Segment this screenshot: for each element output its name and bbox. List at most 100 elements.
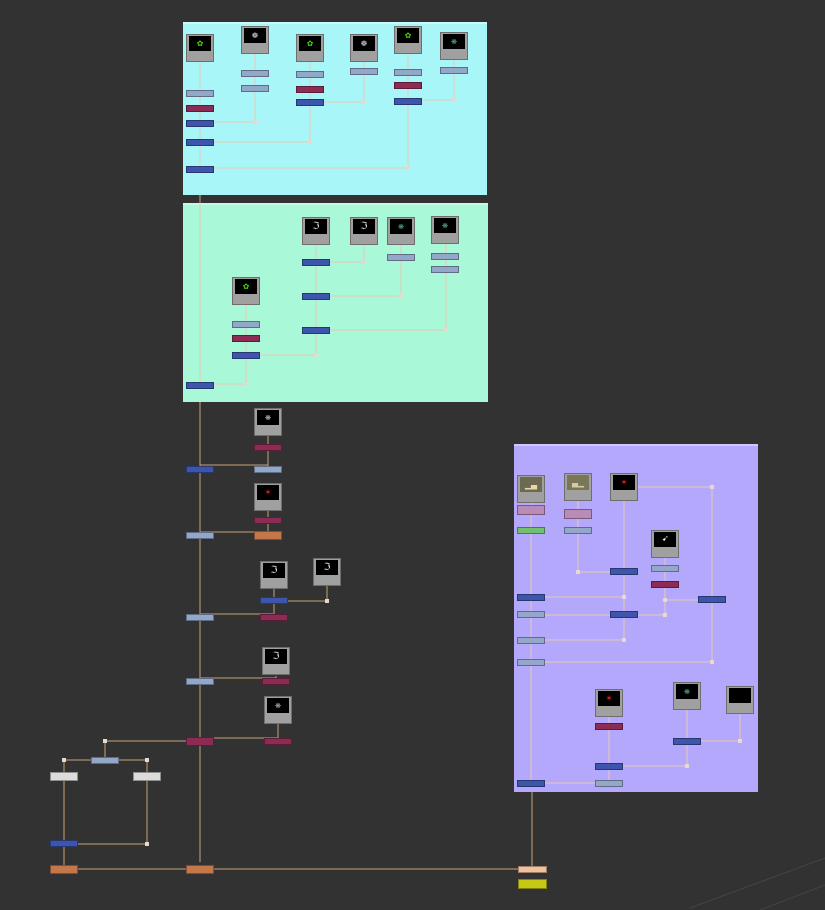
grade-node[interactable] xyxy=(186,614,214,621)
grade-node[interactable] xyxy=(517,527,545,534)
merge-node[interactable] xyxy=(264,738,292,745)
merge-node[interactable] xyxy=(262,678,290,685)
grade-node[interactable] xyxy=(517,659,545,666)
merge-node[interactable] xyxy=(232,335,260,342)
wire-dot[interactable] xyxy=(622,595,626,599)
wire-dot[interactable] xyxy=(325,599,329,603)
read-node-r1[interactable]: ✿ xyxy=(186,34,214,62)
wire-dot[interactable] xyxy=(576,570,580,574)
blur-node[interactable] xyxy=(232,352,260,359)
grade-node[interactable] xyxy=(296,71,324,78)
constant-node[interactable] xyxy=(50,772,78,781)
read-node-r2[interactable]: ❁ xyxy=(241,26,269,54)
read-node-r22[interactable]: ✶ xyxy=(595,689,623,717)
read-node-r11[interactable]: ✿ xyxy=(232,277,260,305)
read-node-r3[interactable]: ✿ xyxy=(296,34,324,62)
grade-node[interactable] xyxy=(186,90,214,97)
wire-dot[interactable] xyxy=(308,140,312,144)
blur-node[interactable] xyxy=(673,738,701,745)
blur-node[interactable] xyxy=(186,382,214,389)
wire-dot[interactable] xyxy=(103,739,107,743)
read-node-r13[interactable]: ✶ xyxy=(254,483,282,511)
blur-node[interactable] xyxy=(394,98,422,105)
grade-node[interactable] xyxy=(564,527,592,534)
write-node[interactable] xyxy=(518,879,547,889)
grade-node[interactable] xyxy=(254,466,282,473)
constant-node[interactable] xyxy=(133,772,161,781)
wire-dot[interactable] xyxy=(362,260,366,264)
wire-dot[interactable] xyxy=(452,98,456,102)
merge-node[interactable] xyxy=(254,444,282,451)
blur-node[interactable] xyxy=(50,840,78,847)
blur-node[interactable] xyxy=(302,293,330,300)
read-node-r15[interactable]: ℑ xyxy=(313,558,341,586)
merge-node[interactable] xyxy=(651,581,679,588)
blur-node[interactable] xyxy=(186,139,214,146)
merge-node[interactable] xyxy=(186,466,214,473)
blur-node[interactable] xyxy=(698,596,726,603)
grade-node[interactable] xyxy=(387,254,415,261)
read-node-r10[interactable]: ❋ xyxy=(431,216,459,244)
grade-node[interactable] xyxy=(517,611,545,618)
shuffle-node[interactable] xyxy=(186,865,214,874)
wire-dot[interactable] xyxy=(362,100,366,104)
wire-dot[interactable] xyxy=(710,660,714,664)
grade-node[interactable] xyxy=(651,565,679,572)
wire-dot[interactable] xyxy=(62,758,66,762)
blur-node[interactable] xyxy=(186,120,214,127)
blur-node[interactable] xyxy=(517,780,545,787)
merge-node[interactable] xyxy=(254,517,282,524)
blur-node[interactable] xyxy=(260,597,288,604)
read-node-r24[interactable] xyxy=(726,686,754,714)
read-node-r8[interactable]: ℑ xyxy=(350,217,378,245)
grade-node[interactable] xyxy=(241,70,269,77)
grade-node[interactable] xyxy=(186,532,214,539)
merge-node[interactable] xyxy=(595,723,623,730)
read-node-r20[interactable]: ✶ xyxy=(610,473,638,501)
grade-node[interactable] xyxy=(186,678,214,685)
wire-dot[interactable] xyxy=(145,758,149,762)
grade-node[interactable] xyxy=(394,69,422,76)
blur-node[interactable] xyxy=(296,99,324,106)
grade-node[interactable] xyxy=(595,780,623,787)
read-node-r6[interactable]: ❋ xyxy=(440,32,468,60)
wire-dot[interactable] xyxy=(738,739,742,743)
blur-node[interactable] xyxy=(610,568,638,575)
blur-node[interactable] xyxy=(595,763,623,770)
blur-node[interactable] xyxy=(302,327,330,334)
grade-node[interactable] xyxy=(564,509,592,519)
wire-dot[interactable] xyxy=(444,328,448,332)
backdrop-lavender[interactable] xyxy=(514,444,758,792)
shuffle-node[interactable] xyxy=(254,531,282,540)
merge-node[interactable] xyxy=(394,82,422,89)
wire-dot[interactable] xyxy=(663,613,667,617)
read-node-r12[interactable]: ❋ xyxy=(254,408,282,436)
wire-dot[interactable] xyxy=(145,842,149,846)
wire-dot[interactable] xyxy=(314,353,318,357)
wire-dot[interactable] xyxy=(244,382,248,386)
grade-node[interactable] xyxy=(440,67,468,74)
wire-dot[interactable] xyxy=(710,485,714,489)
read-node-r21[interactable]: ➹ xyxy=(651,530,679,558)
wire-dot[interactable] xyxy=(622,638,626,642)
blur-node[interactable] xyxy=(302,259,330,266)
final-merge-node[interactable] xyxy=(518,866,547,873)
read-node-r9[interactable]: ❋ xyxy=(387,217,415,245)
blur-node[interactable] xyxy=(610,611,638,618)
grade-node[interactable] xyxy=(431,253,459,260)
read-node-r14[interactable]: ℑ xyxy=(260,561,288,589)
backdrop-cyan[interactable] xyxy=(183,22,487,195)
blur-node[interactable] xyxy=(186,166,214,173)
wire-dot[interactable] xyxy=(399,294,403,298)
read-node-r19[interactable]: ▃▁ xyxy=(564,473,592,501)
read-node-r4[interactable]: ❁ xyxy=(350,34,378,62)
grade-node[interactable] xyxy=(350,68,378,75)
merge-node[interactable] xyxy=(296,86,324,93)
read-node-r18[interactable]: ▁▃ xyxy=(517,475,545,503)
shuffle-node[interactable] xyxy=(50,865,78,874)
wire-dot[interactable] xyxy=(663,598,667,602)
read-node-r23[interactable]: ❋ xyxy=(673,682,701,710)
wire-dot[interactable] xyxy=(685,764,689,768)
wire-dot[interactable] xyxy=(406,166,410,170)
